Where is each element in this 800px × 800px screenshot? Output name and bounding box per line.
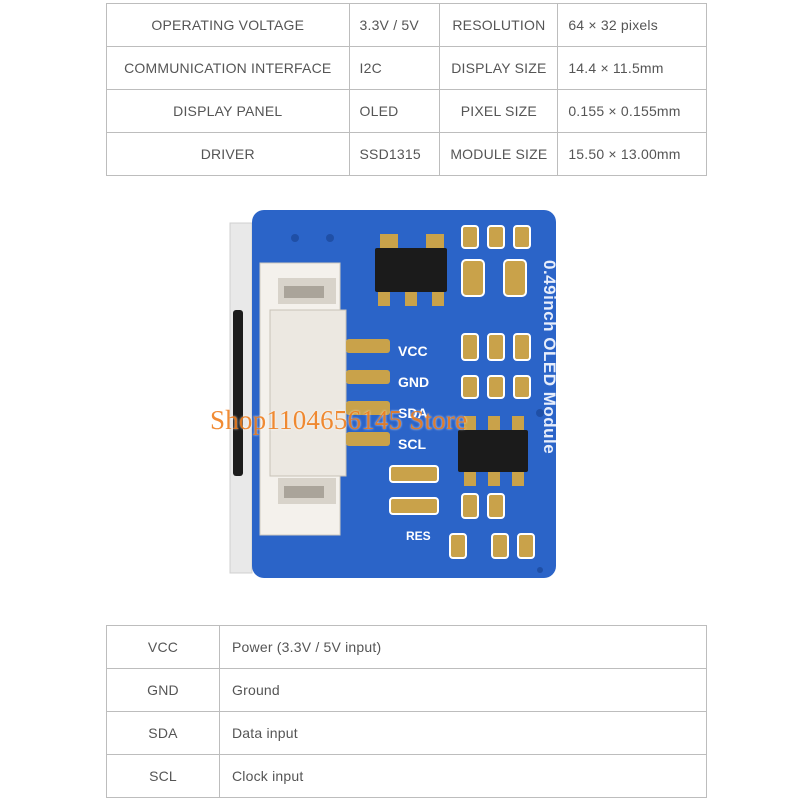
passive-component (487, 493, 505, 519)
ic-pin (426, 234, 444, 248)
passive-component (513, 333, 531, 361)
ic-pin (432, 292, 444, 306)
spec-label: COMMUNICATION INTERFACE (106, 46, 350, 90)
regulator-ic (375, 248, 447, 292)
pinout-row: VCC Power (3.3V / 5V input) (106, 625, 707, 669)
pin-description: Power (3.3V / 5V input) (219, 625, 707, 669)
connector-slot (284, 286, 324, 298)
connector-pin (346, 401, 390, 415)
passive-component (461, 375, 479, 399)
passive-component (449, 533, 467, 559)
connector-pin (346, 370, 390, 384)
ic-pin (464, 416, 476, 430)
passive-component (487, 333, 505, 361)
spec-label: DISPLAY PANEL (106, 89, 350, 133)
spec-value: I2C (348, 46, 441, 90)
pin-label-scl: SCL (398, 436, 426, 452)
spec-value: 3.3V / 5V (348, 3, 441, 47)
via-dot (536, 409, 544, 417)
connector-pin (346, 339, 390, 353)
pinout-row: SDA Data input (106, 711, 707, 755)
pin-label-gnd: GND (398, 374, 429, 390)
passive-component (461, 259, 485, 297)
passive-component (461, 493, 479, 519)
ic-pin (488, 416, 500, 430)
pin-name: SCL (106, 754, 220, 798)
pin-label-sda: SDA (398, 405, 428, 421)
passive-component (513, 375, 531, 399)
passive-component (503, 259, 527, 297)
ic-pin (380, 234, 398, 248)
pin-label-vcc: VCC (398, 343, 428, 359)
spec-row: DRIVER SSD1315 MODULE SIZE 15.50 × 13.00… (106, 132, 707, 176)
spec-value: SSD1315 (348, 132, 441, 176)
pin-description: Clock input (219, 754, 707, 798)
pinout-row: SCL Clock input (106, 754, 707, 798)
pinout-row: GND Ground (106, 668, 707, 712)
silkscreen-title: 0.49inch OLED Module (540, 260, 559, 454)
spec-value: OLED (348, 89, 441, 133)
passive-component (461, 225, 479, 249)
passive-component (491, 533, 509, 559)
spec-value: 14.4 × 11.5mm (557, 46, 707, 90)
pin-name: GND (106, 668, 220, 712)
passive-component (461, 333, 479, 361)
spec-value: 64 × 32 pixels (557, 3, 707, 47)
ic-pin (512, 472, 524, 486)
passive-component (389, 497, 439, 515)
store-watermark: Shop1104656145 Store (210, 405, 468, 435)
oled-module-photo: VCC GND SDA SCL (229, 210, 559, 578)
connector-body (269, 309, 347, 477)
pin-description: Data input (219, 711, 707, 755)
spec-label: DISPLAY SIZE (439, 46, 559, 90)
passive-component (487, 375, 505, 399)
spec-label: DRIVER (106, 132, 350, 176)
ic-pin (464, 472, 476, 486)
spec-value: 0.155 × 0.155mm (557, 89, 707, 133)
pin-description: Ground (219, 668, 707, 712)
spec-table: OPERATING VOLTAGE 3.3V / 5V RESOLUTION 6… (106, 3, 707, 176)
oled-display-area (233, 310, 243, 476)
pinout-table: VCC Power (3.3V / 5V input) GND Ground S… (106, 625, 707, 798)
passive-component (513, 225, 531, 249)
via-dot (291, 234, 299, 242)
via-dot (326, 234, 334, 242)
spec-label: MODULE SIZE (439, 132, 559, 176)
spec-row: OPERATING VOLTAGE 3.3V / 5V RESOLUTION 6… (106, 3, 707, 47)
via-dot (537, 567, 543, 573)
ic-pin (378, 292, 390, 306)
spec-row: COMMUNICATION INTERFACE I2C DISPLAY SIZE… (106, 46, 707, 90)
passive-component (389, 465, 439, 483)
spec-row: DISPLAY PANEL OLED PIXEL SIZE 0.155 × 0.… (106, 89, 707, 133)
spec-label: RESOLUTION (439, 3, 559, 47)
driver-ic (458, 430, 528, 472)
connector-pin (346, 432, 390, 446)
ic-pin (405, 292, 417, 306)
passive-component (517, 533, 535, 559)
pin-name: SDA (106, 711, 220, 755)
connector-slot (284, 486, 324, 498)
spec-label: OPERATING VOLTAGE (106, 3, 350, 47)
ic-pin (512, 416, 524, 430)
spec-label: PIXEL SIZE (439, 89, 559, 133)
pin-name: VCC (106, 625, 220, 669)
spec-value: 15.50 × 13.00mm (557, 132, 707, 176)
passive-component (487, 225, 505, 249)
reset-label: RES (406, 529, 431, 543)
ic-pin (488, 472, 500, 486)
